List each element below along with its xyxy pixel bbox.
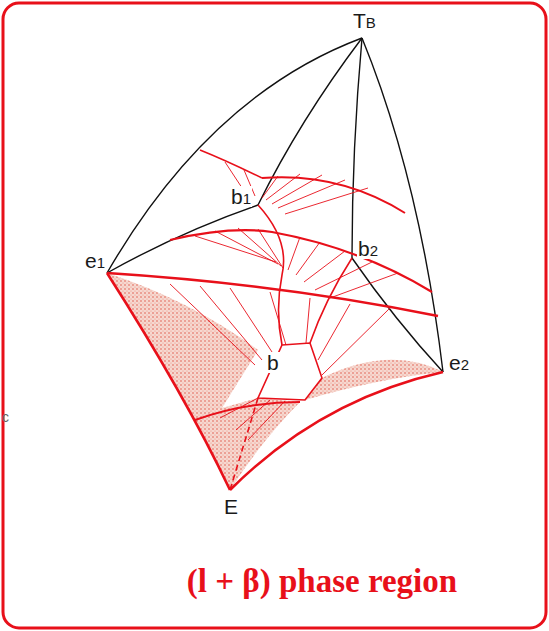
frame <box>3 3 546 628</box>
dot-texture <box>107 273 443 490</box>
isotherms <box>107 150 443 490</box>
fragment-label: c <box>2 410 9 424</box>
vertex-label: TB <box>352 10 377 31</box>
caption: (l + β) phase region <box>187 563 457 599</box>
point-label: e1 <box>84 250 106 271</box>
point-label: b1 <box>230 186 252 207</box>
point-label: b <box>266 352 280 373</box>
point-label: b2 <box>357 238 379 259</box>
shaded-surfaces <box>107 273 443 490</box>
point-label: E <box>223 496 239 517</box>
surface-edges <box>107 38 443 372</box>
tie-lines <box>170 162 398 440</box>
point-label: e2 <box>448 352 470 373</box>
